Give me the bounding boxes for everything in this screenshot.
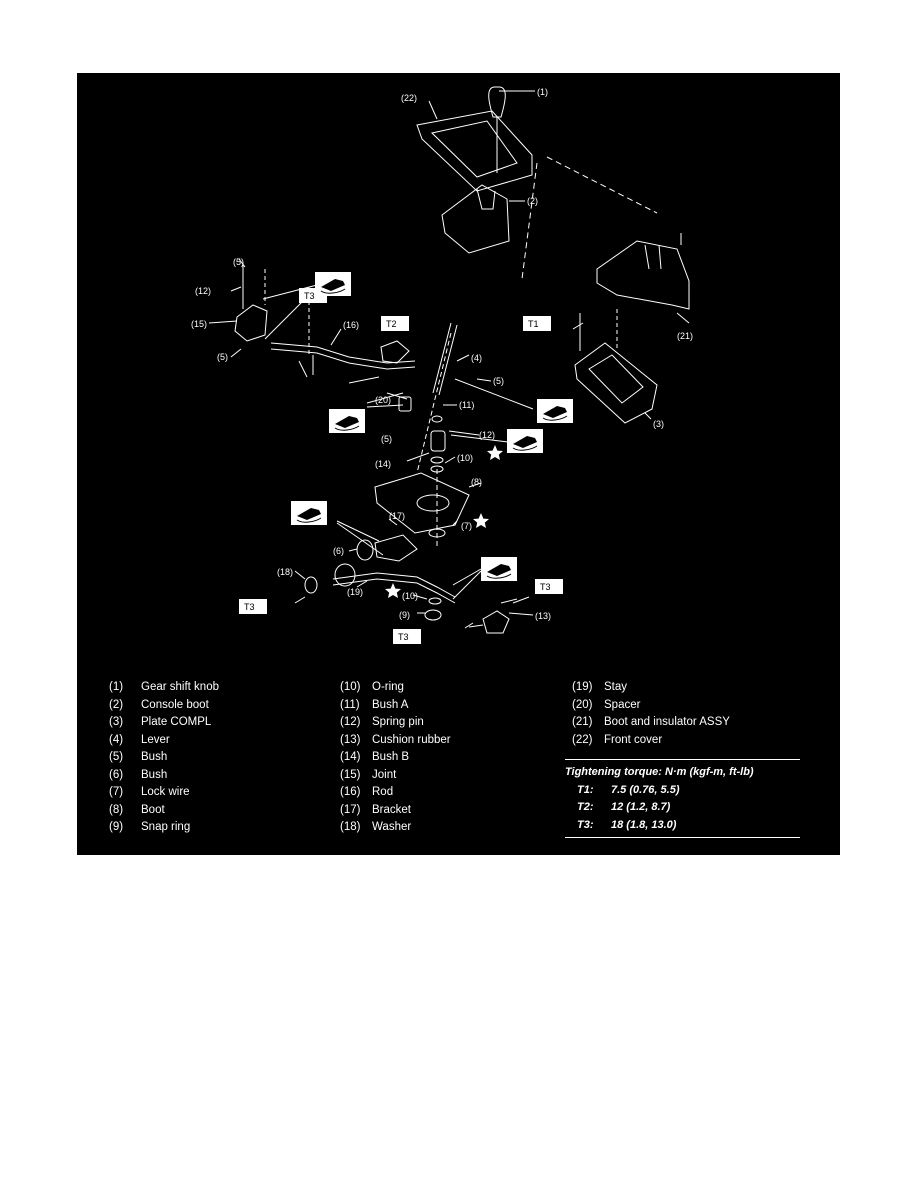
legend-item: (8)Boot (109, 803, 165, 816)
torque-table: Tightening torque: N·m (kgf-m, ft-lb) T1… (565, 759, 800, 838)
legend-item: (17)Bracket (340, 803, 411, 816)
stay-part (332, 572, 456, 604)
callout-label: (19) (347, 587, 363, 597)
legend-item: (12)Spring pin (340, 716, 424, 728)
callout-label: (5) (493, 376, 504, 386)
callout-label: (10) (457, 453, 473, 463)
callout-label: (15) (191, 319, 207, 329)
torque-heading: Tightening torque: N·m (kgf-m, ft-lb) (565, 766, 754, 778)
callout-label: (5) (217, 352, 228, 362)
exploded-diagram: T3 T2 T1 T3 T3 T3 (191, 86, 693, 644)
callout-label: (3) (653, 419, 664, 429)
callout-label: (2) (527, 196, 538, 206)
star-replace-icon (385, 583, 401, 598)
callout-label: (20) (375, 395, 391, 405)
callout-label: (12) (479, 430, 495, 440)
callout-label: (16) (343, 320, 359, 330)
callout-label: (12) (195, 286, 211, 296)
callout-label: (9) (399, 610, 410, 620)
diagram-panel: T3 T2 T1 T3 T3 T3 (77, 73, 840, 855)
callout-label: (14) (375, 459, 391, 469)
legend-item: (15)Joint (340, 768, 397, 781)
torque-row: T3:18 (1.8, 13.0) (577, 818, 677, 831)
grease-apply-icon (537, 399, 573, 423)
legend-item: (6)Bush (109, 768, 168, 781)
plate-part (574, 342, 658, 424)
callout-label: (8) (471, 477, 482, 487)
callout-label: (13) (535, 611, 551, 621)
callout-label: (17) (389, 511, 405, 521)
legend-item: (9)Snap ring (109, 821, 191, 833)
legend-item: (11)Bush A (340, 698, 409, 711)
callout-label: (6) (333, 546, 344, 556)
legend-item: (13)Cushion rubber (340, 733, 451, 746)
torque-tag: T3 (244, 602, 255, 612)
star-replace-icon (487, 445, 503, 460)
parts-legend: (1)Gear shift knob (2)Console boot (3)Pl… (77, 673, 840, 853)
callout-label: (5) (233, 257, 244, 267)
legend-item: (4)Lever (109, 733, 170, 746)
callout-label: (18) (277, 567, 293, 577)
legend-item: (7)Lock wire (109, 786, 190, 798)
legend-item: (16)Rod (340, 786, 394, 798)
front-cover-part (416, 110, 533, 192)
legend-item: (3)Plate COMPL (109, 716, 212, 728)
torque-tag: T2 (386, 319, 397, 329)
torque-row: T1:7.5 (0.76, 5.5) (577, 783, 680, 796)
callout-label: (21) (677, 331, 693, 341)
callout-label: (10) (402, 591, 418, 601)
torque-tag: T3 (304, 291, 315, 301)
console-boot-part (441, 184, 510, 254)
callout-label: (11) (459, 400, 474, 410)
torque-tag: T3 (540, 582, 551, 592)
rod-part (270, 342, 416, 370)
legend-item: (2)Console boot (109, 698, 209, 711)
boot-part (374, 472, 470, 534)
torque-tag-box (393, 629, 421, 644)
joint-part (234, 304, 268, 342)
star-replace-icon (473, 513, 489, 528)
grease-apply-icon (291, 501, 327, 525)
torque-row: T2:12 (1.2, 8.7) (577, 801, 671, 813)
legend-item: (14)Bush B (340, 751, 410, 763)
grease-apply-icon (315, 272, 351, 296)
callout-label: (1) (537, 87, 548, 97)
legend-item: (22)Front cover (572, 733, 663, 746)
legend-item: (19)Stay (572, 681, 628, 693)
callout-label: (7) (461, 521, 472, 531)
torque-tag: T1 (528, 319, 539, 329)
legend-item: (1)Gear shift knob (109, 681, 219, 693)
legend-item: (10)O-ring (340, 681, 404, 693)
gear-knob-part (488, 86, 506, 118)
legend-item: (18)Washer (340, 821, 412, 833)
torque-tag-box (523, 316, 551, 331)
callout-label: (4) (471, 353, 482, 363)
torque-tag-box (239, 599, 267, 614)
legend-item: (5)Bush (109, 751, 168, 763)
legend-item: (21)Boot and insulator ASSY (572, 716, 730, 728)
legend-item: (20)Spacer (572, 698, 641, 711)
torque-tag-box (535, 579, 563, 594)
grease-apply-icon (329, 409, 365, 433)
grease-apply-icon (481, 557, 517, 581)
callout-label: (22) (401, 93, 417, 103)
torque-tag: T3 (398, 632, 409, 642)
grease-apply-icon (507, 429, 543, 453)
callout-label: (5) (381, 434, 392, 444)
torque-tag-box (381, 316, 409, 331)
lever-part (432, 322, 452, 394)
boot-insulator-part (596, 240, 690, 310)
